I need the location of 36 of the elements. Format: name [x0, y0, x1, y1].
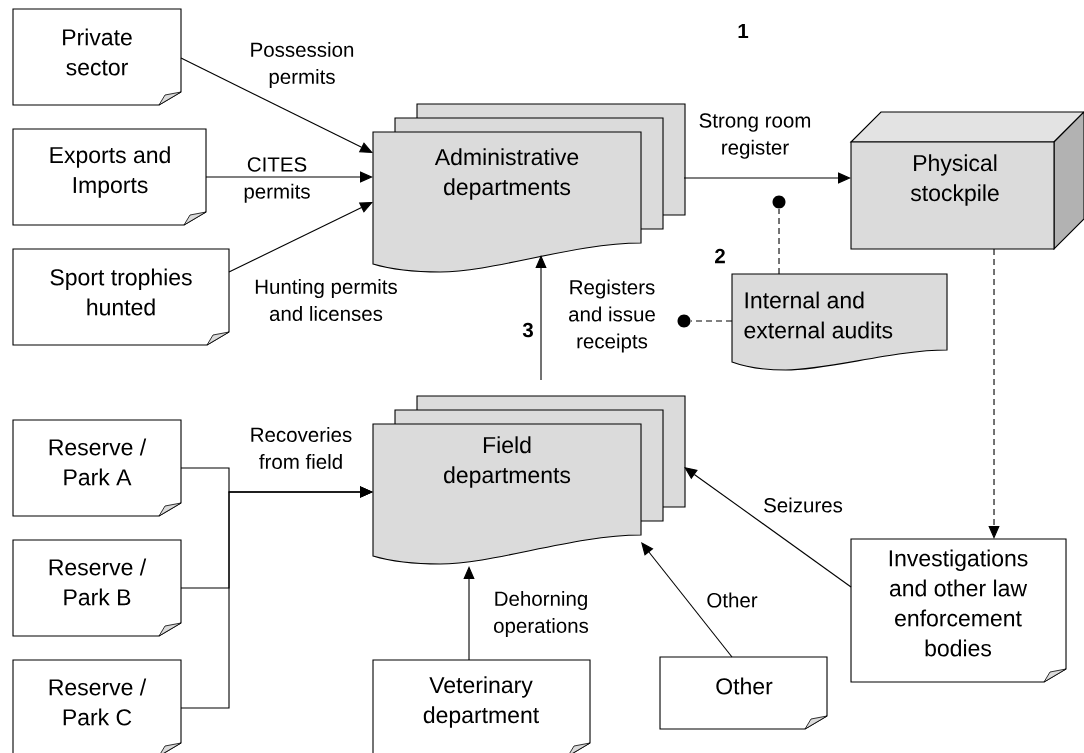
- document-stack: Field departments: [372, 395, 686, 565]
- note-box: Private sector: [12, 8, 182, 106]
- document-box: Internal and external audits: [731, 273, 948, 371]
- connector: [778, 208, 780, 275]
- note-box: Sport trophies hunted: [12, 248, 230, 346]
- arrow: [180, 57, 373, 153]
- callout-number: 2: [715, 248, 725, 264]
- arrow: [535, 255, 547, 381]
- edge-label: Possession permits: [251, 41, 354, 89]
- edge-label: Recoveries from field: [251, 427, 352, 470]
- arrow: [228, 202, 373, 273]
- note-box: Exports and Imports: [12, 128, 207, 226]
- arrow: [988, 248, 1000, 539]
- edge-label: Strong room register: [699, 113, 811, 159]
- arrow: [684, 467, 852, 588]
- document-stack: Administrative departments: [372, 103, 686, 273]
- note-box: Reserve / Park B: [12, 539, 182, 637]
- edge-label: Seizures: [764, 497, 843, 513]
- edge-label: Registers and issue receipts: [569, 279, 655, 353]
- arrow: [463, 566, 475, 661]
- edge-label: CITES permits: [244, 157, 310, 203]
- arrow: [641, 542, 733, 658]
- note-box: Veterinary department: [372, 659, 591, 753]
- callout-number: 3: [522, 322, 533, 338]
- note-box: Investigations and other law enforcement bodies: [850, 538, 1067, 683]
- arrow: [180, 486, 373, 709]
- note-box: Reserve / Park A: [12, 419, 182, 517]
- edge-label: Other: [707, 592, 758, 608]
- edge-label: Dehorning operations: [494, 590, 589, 638]
- connector: [690, 320, 733, 322]
- note-box: Reserve / Park C: [12, 659, 182, 753]
- callout-number: 1: [738, 23, 749, 39]
- edge-label: Hunting permits and licenses: [255, 279, 397, 322]
- note-box: Other: [659, 656, 828, 730]
- arrow: [205, 171, 373, 183]
- arrow: [683, 172, 851, 184]
